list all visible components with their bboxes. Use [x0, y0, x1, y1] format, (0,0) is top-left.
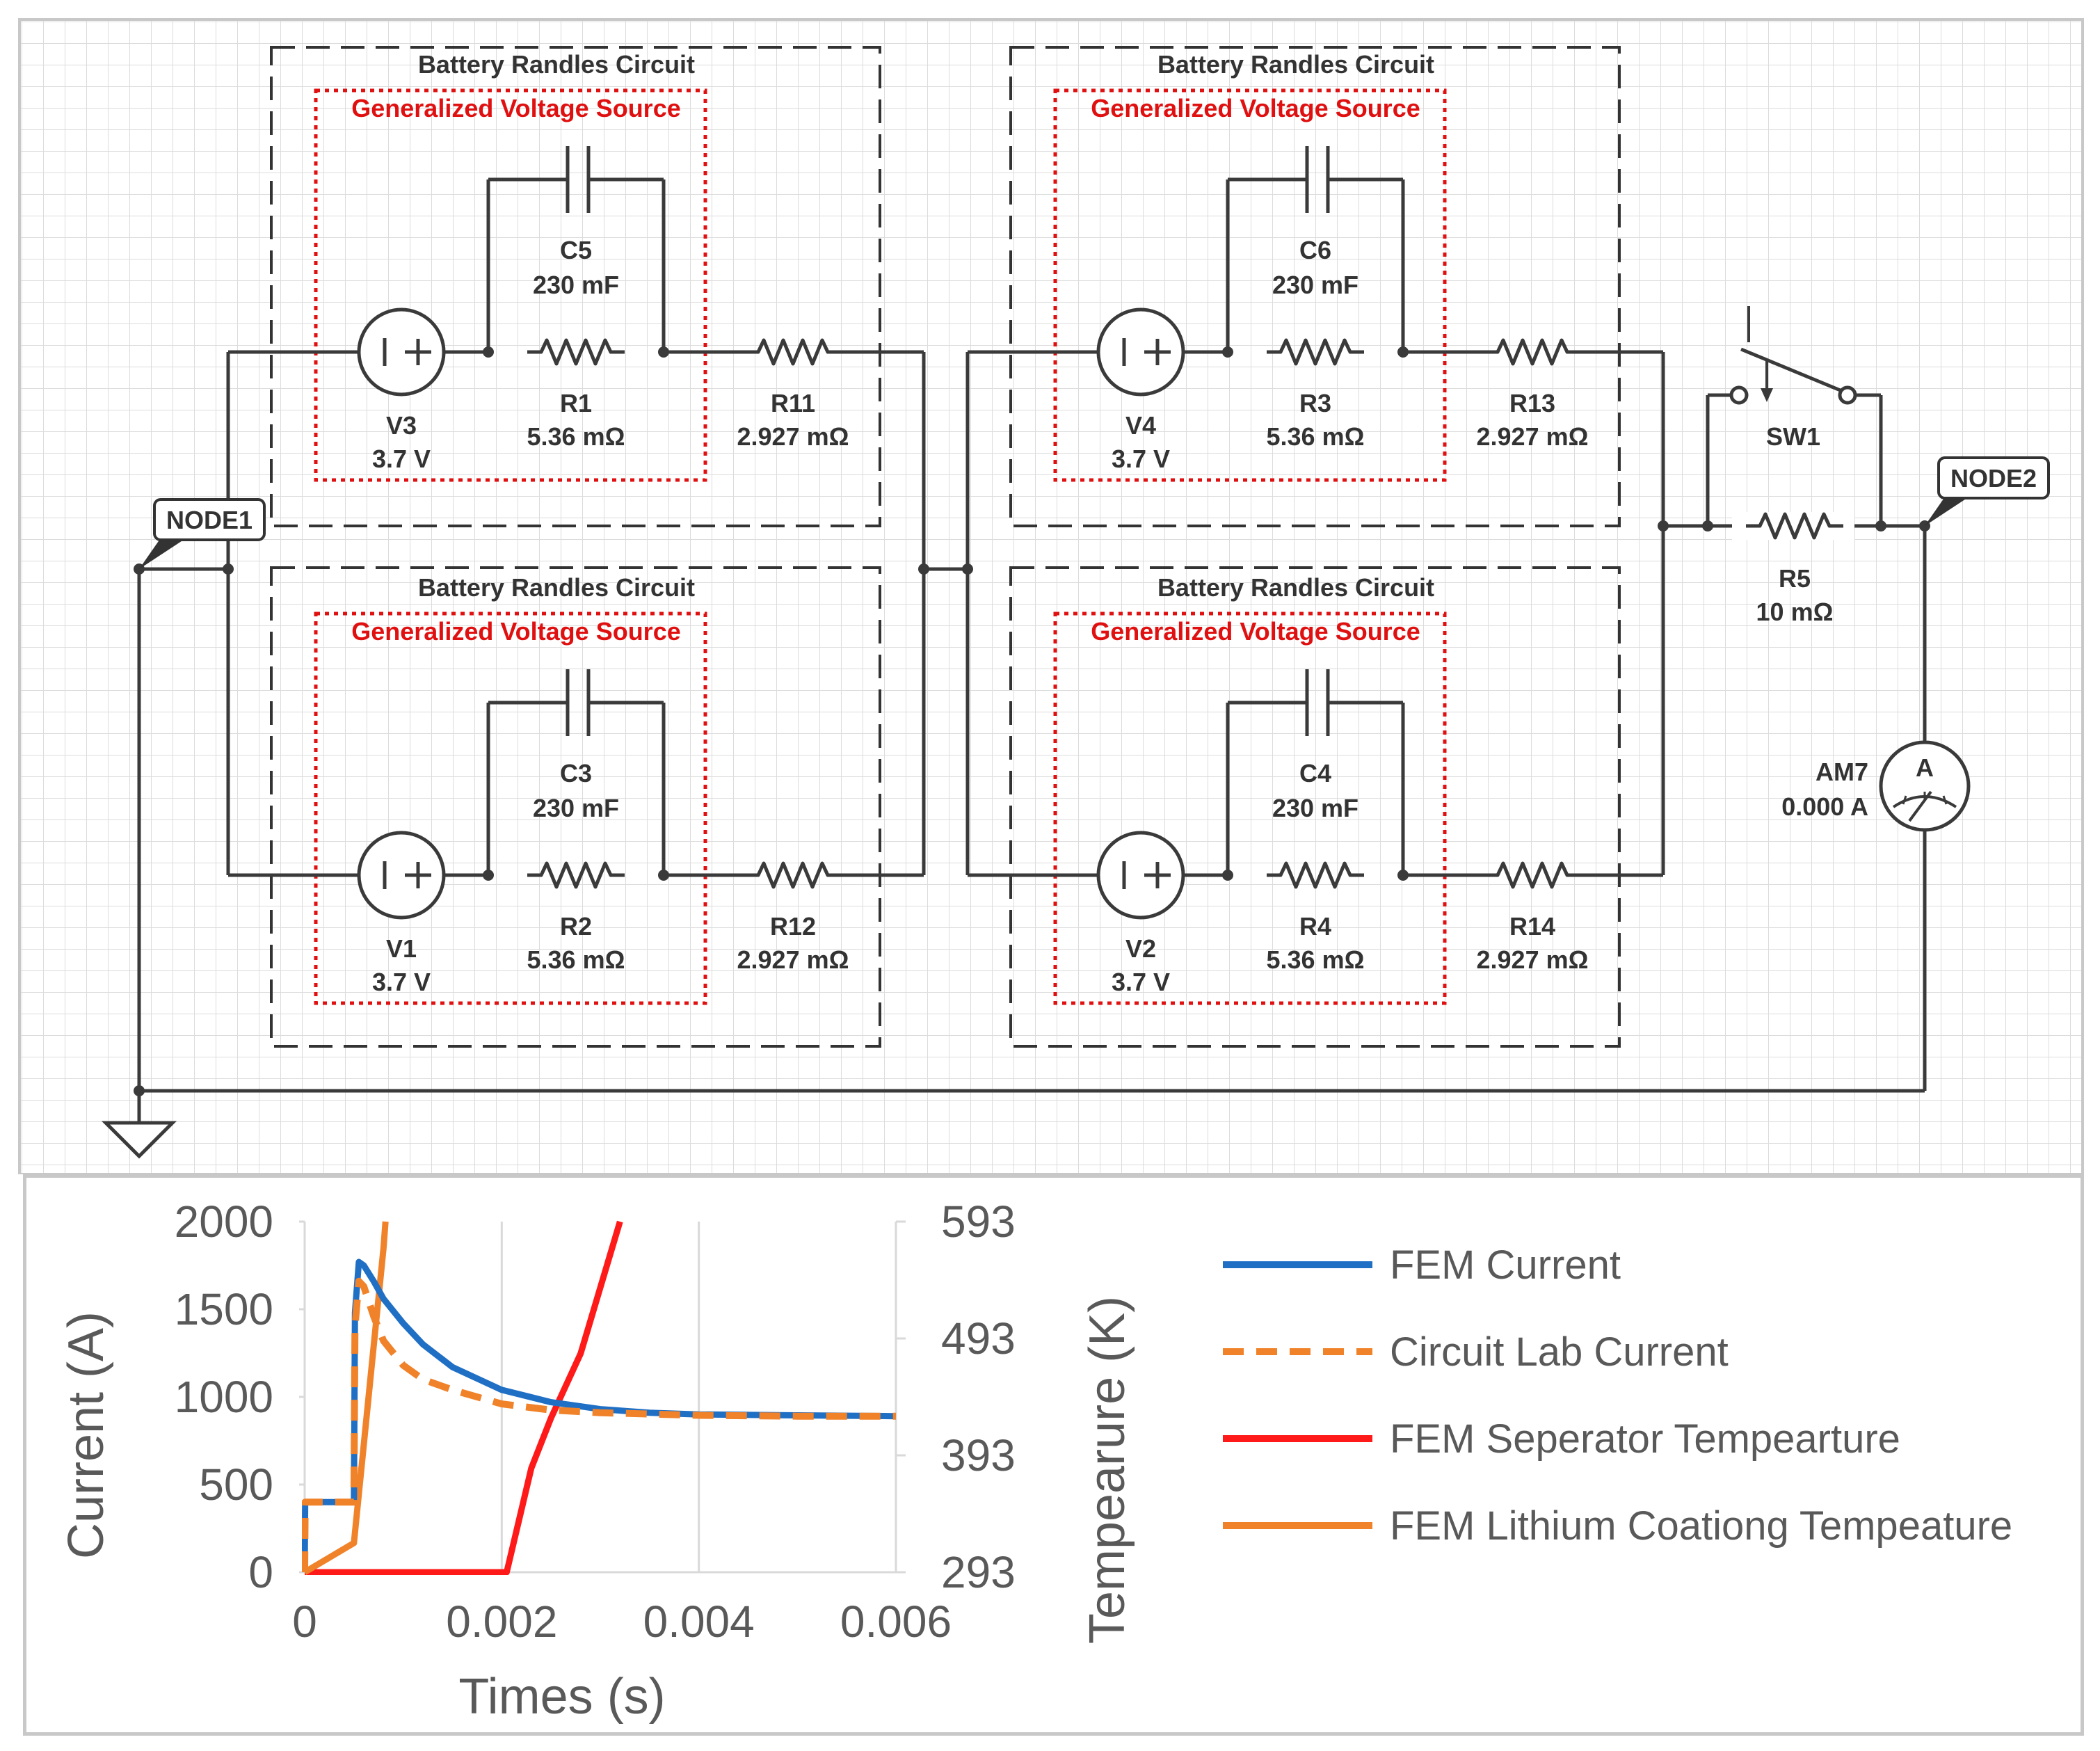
circuit-schematic: Battery Randles Circuit Generalized Volt…	[18, 18, 2084, 1174]
source-name: V2	[1125, 934, 1156, 963]
voltage-source-title: Generalized Voltage Source	[351, 94, 680, 122]
node2-tag[interactable]: NODE2	[1925, 456, 2050, 526]
battery-cell-bottom-left: Battery Randles Circuit Generalized Volt…	[228, 566, 924, 1048]
x-tick-label: 0.002	[446, 1597, 557, 1647]
capacitor-value: 230 mF	[533, 794, 619, 822]
voltage-source-symbol	[357, 831, 446, 920]
resistor-outer-name: R14	[1509, 912, 1555, 941]
x-tick-label: 0.006	[840, 1597, 952, 1647]
resistor-inner-name: R1	[560, 389, 592, 417]
voltage-source-symbol	[357, 307, 446, 397]
capacitor-name: C5	[560, 236, 592, 264]
source-name: V4	[1125, 411, 1156, 440]
y-tick-label: 500	[199, 1460, 273, 1510]
resistor-outer-value: 2.927 mΩ	[1477, 422, 1589, 451]
node2-label: NODE2	[1950, 464, 2037, 493]
capacitor-value: 230 mF	[533, 271, 619, 299]
x-tick-label: 0	[292, 1597, 317, 1647]
battery-cell-bottom-right: Battery Randles Circuit Generalized Volt…	[968, 566, 1663, 1048]
ammeter-name: AM7	[1816, 758, 1868, 786]
resistor-outer-name: R11	[771, 389, 815, 417]
load-resistor-name: R5	[1779, 564, 1811, 593]
randles-title: Battery Randles Circuit	[418, 573, 695, 602]
chart-panel: 0 0.002 0.004 0.006 0 500 1000 1500 2000 293 393 49…	[23, 1174, 2084, 1736]
randles-boundary	[270, 46, 881, 527]
voltage-source-title: Generalized Voltage Source	[351, 617, 680, 646]
resistor-inner-name: R3	[1299, 389, 1331, 417]
resistor-outer-value: 2.927 mΩ	[737, 422, 849, 451]
voltage-source-title: Generalized Voltage Source	[1091, 94, 1420, 122]
source-value: 3.7 V	[372, 445, 431, 473]
voltage-source-symbol	[1096, 831, 1185, 920]
ammeter-value: 0.000 A	[1781, 792, 1868, 821]
resistor-outer-value: 2.927 mΩ	[737, 945, 849, 974]
y2-tick-label: 593	[941, 1197, 1016, 1247]
capacitor-name: C4	[1299, 759, 1331, 787]
node1-tag[interactable]: NODE1	[139, 498, 266, 569]
legend-label: FEM Seperator Tempearture	[1390, 1416, 1900, 1462]
randles-title: Battery Randles Circuit	[1157, 573, 1434, 602]
battery-cell-top-left: Battery Randles Circuit Generalized Volt…	[228, 46, 924, 527]
y2-axis-title: Tempearure (K)	[1080, 1296, 1135, 1644]
ammeter-symbol: A	[1916, 753, 1934, 782]
source-value: 3.7 V	[372, 968, 431, 996]
source-value: 3.7 V	[1112, 968, 1170, 996]
x-tick-label: 0.004	[643, 1597, 755, 1647]
randles-boundary	[270, 566, 881, 1048]
resistor-outer-name: R13	[1509, 389, 1555, 417]
capacitor-value: 230 mF	[1272, 271, 1358, 299]
randles-boundary	[1009, 566, 1621, 1048]
source-name: V1	[386, 934, 417, 963]
resistor-outer-value: 2.927 mΩ	[1477, 945, 1589, 974]
node1-label: NODE1	[166, 506, 253, 534]
y2-tick-label: 293	[941, 1547, 1016, 1597]
chart-ticks: 0 0.002 0.004 0.006 0 500 1000 1500 2000 293 393 49…	[175, 1197, 1016, 1647]
source-value: 3.7 V	[1112, 445, 1170, 473]
resistor-inner-value: 5.36 mΩ	[527, 422, 625, 451]
ammeter-icon: A	[1879, 740, 1971, 832]
y-tick-label: 1000	[175, 1372, 273, 1422]
junction-dots	[134, 520, 1930, 1096]
resistor-outer-name: R12	[770, 912, 816, 941]
y2-tick-label: 393	[941, 1430, 1016, 1480]
resistor-inner-name: R4	[1299, 912, 1331, 941]
battery-cell-top-right: Battery Randles Circuit Generalized Volt…	[968, 46, 1663, 527]
chart-series	[302, 1220, 897, 1575]
resistor-inner-value: 5.36 mΩ	[1267, 945, 1365, 974]
interconnect-wires	[137, 352, 1927, 1121]
load-resistor-value: 10 mΩ	[1756, 598, 1834, 626]
y-tick-label: 2000	[175, 1197, 273, 1247]
capacitor-name: C3	[560, 759, 592, 787]
y-tick-label: 1500	[175, 1284, 273, 1334]
x-axis-title: Times (s)	[458, 1669, 665, 1725]
current-temperature-chart: 0 0.002 0.004 0.006 0 500 1000 1500 2000 293 393 49…	[58, 1197, 2012, 1725]
voltage-source-title: Generalized Voltage Source	[1091, 617, 1420, 646]
legend-label: Circuit Lab Current	[1390, 1329, 1729, 1375]
resistor-inner-value: 5.36 mΩ	[527, 945, 625, 974]
y-tick-label: 0	[248, 1547, 273, 1597]
randles-title: Battery Randles Circuit	[418, 50, 695, 79]
capacitor-value: 230 mF	[1272, 794, 1358, 822]
series-line	[305, 1220, 623, 1575]
y-axis-title: Current (A)	[58, 1311, 114, 1559]
resistor-inner-name: R2	[560, 912, 592, 941]
y2-tick-label: 493	[941, 1313, 1016, 1364]
randles-boundary	[1009, 46, 1621, 527]
legend-label: FEM Current	[1390, 1242, 1621, 1288]
series-line	[302, 1277, 896, 1573]
randles-title: Battery Randles Circuit	[1157, 50, 1434, 79]
legend-label: FEM Lithium Coationg Tempeature	[1390, 1503, 2012, 1549]
ground-icon	[101, 1121, 177, 1159]
voltage-source-symbol	[1096, 307, 1185, 397]
switch-name: SW1	[1766, 422, 1820, 451]
capacitor-name: C6	[1299, 236, 1331, 264]
series-line	[303, 1221, 389, 1575]
switch-symbol[interactable]	[1729, 306, 1857, 405]
grid-background	[18, 18, 2084, 1174]
resistor-inner-value: 5.36 mΩ	[1267, 422, 1365, 451]
source-name: V3	[386, 411, 417, 440]
